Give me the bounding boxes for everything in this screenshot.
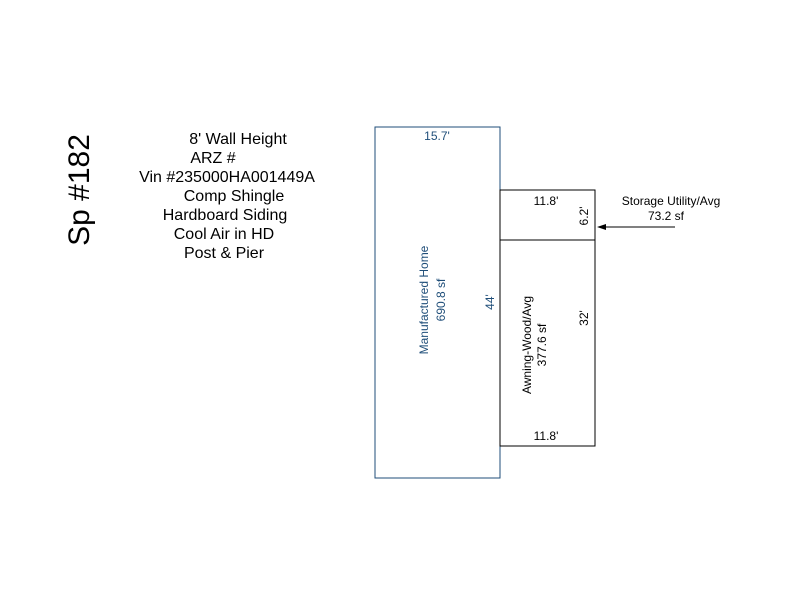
awning-outline xyxy=(499,239,596,447)
storage-callout-arrowhead xyxy=(597,224,606,230)
home-name-label: Manufactured Home xyxy=(417,245,431,354)
storage-width-label: 11.8' xyxy=(534,194,559,208)
siding-note: Hardboard Siding xyxy=(162,207,288,224)
home-length-label: 44' xyxy=(483,294,497,310)
storage-depth-label: 6.2' xyxy=(577,207,591,226)
home-width-label: 15.7' xyxy=(424,129,450,143)
awning-area-label: 377.6 sf xyxy=(535,323,549,366)
home-area-label: 690.8 sf xyxy=(434,278,448,321)
foundation-note: Post & Pier xyxy=(183,245,265,262)
storage-callout-name: Storage Utility/Avg xyxy=(622,194,721,208)
roof-note: Comp Shingle xyxy=(183,188,285,205)
storage-callout-area: 73.2 sf xyxy=(648,209,685,223)
cooling-note: Cool Air in HD xyxy=(173,226,275,243)
vin-note: Vin #235000HA001449A xyxy=(139,169,315,186)
awning-name-label: Awning-Wood/Avg xyxy=(520,296,534,394)
wall-height-note: 8' Wall Height xyxy=(189,131,287,148)
property-notes: 8' Wall Height ARZ # Vin #235000HA001449… xyxy=(120,130,340,263)
arz-note: ARZ # xyxy=(190,150,236,167)
awning-width-label: 11.8' xyxy=(534,429,559,443)
awning-length-label: 32' xyxy=(577,310,591,326)
